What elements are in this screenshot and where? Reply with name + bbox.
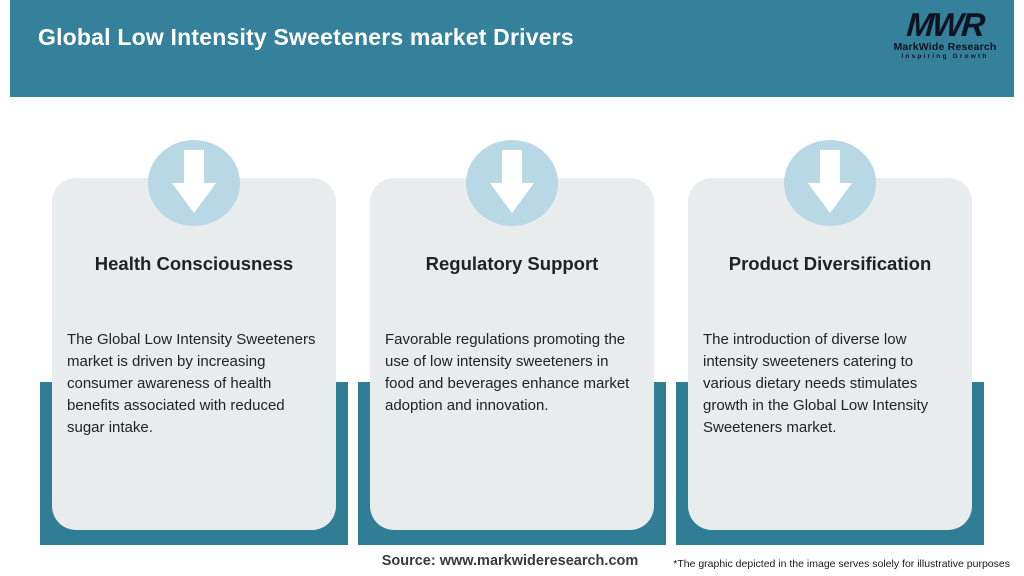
card-title: Regulatory Support — [425, 253, 599, 274]
logo-tagline: Inspiring Growth — [901, 53, 989, 61]
down-arrow-head — [490, 183, 534, 213]
down-arrow-shaft — [820, 150, 840, 183]
card-description: The Global Low Intensity Sweeteners mark… — [67, 331, 316, 436]
down-arrow-icon — [466, 140, 558, 226]
down-arrow-icon — [784, 140, 876, 226]
down-arrow-head — [172, 183, 216, 213]
card: Product Diversification The introduction… — [688, 178, 972, 530]
markwide-logo: MWR MarkWide Research Inspiring Growth — [890, 6, 1000, 61]
disclaimer-text: *The graphic depicted in the image serve… — [673, 558, 1010, 570]
source-text: Source: www.markwideresearch.com — [381, 553, 639, 569]
card-title: Health Consciousness — [94, 253, 294, 274]
card-description: The introduction of diverse low intensit… — [703, 331, 929, 436]
header-bar: Global Low Intensity Sweeteners market D… — [10, 0, 1014, 97]
down-arrow-shaft — [502, 150, 522, 183]
driver-card-regulatory-support: Regulatory Support Favorable regulations… — [358, 140, 666, 545]
card: Health Consciousness The Global Low Inte… — [52, 178, 336, 530]
logo-name: MarkWide Research — [893, 41, 997, 54]
card: Regulatory Support Favorable regulations… — [370, 178, 654, 530]
driver-card-health-consciousness: Health Consciousness The Global Low Inte… — [40, 140, 348, 545]
logo-monogram-icon: MWR — [905, 6, 985, 43]
down-arrow-icon — [148, 140, 240, 226]
card-description: Favorable regulations promoting the use … — [385, 331, 630, 414]
down-arrow-head — [808, 183, 852, 213]
card-title: Product Diversification — [728, 253, 932, 274]
down-arrow-shaft — [184, 150, 204, 183]
driver-card-product-diversification: Product Diversification The introduction… — [676, 140, 984, 545]
page-title: Global Low Intensity Sweeteners market D… — [38, 24, 574, 50]
